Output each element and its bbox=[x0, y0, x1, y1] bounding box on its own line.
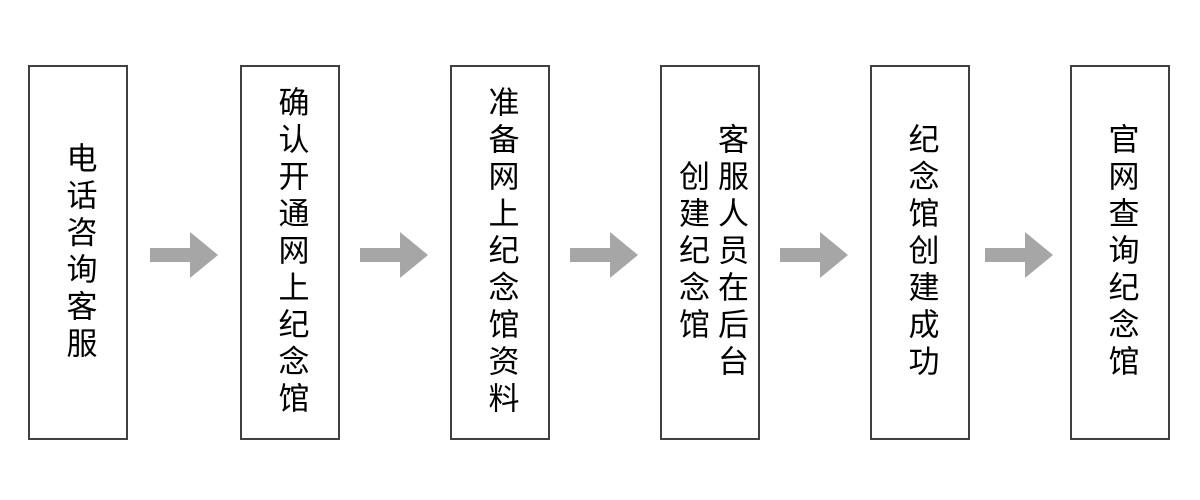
right-arrow-icon-2 bbox=[360, 232, 428, 278]
flow-step-5-label: 纪念馆创建成功 bbox=[902, 123, 939, 382]
right-arrow-icon-5 bbox=[985, 232, 1053, 278]
flow-step-3[interactable]: 准备网上纪念馆资料 bbox=[450, 65, 550, 440]
right-arrow-icon-1 bbox=[150, 232, 218, 278]
flow-step-2-label: 确认开通网上纪念馆 bbox=[272, 86, 309, 419]
flow-step-6[interactable]: 官网查询纪念馆 bbox=[1070, 65, 1170, 440]
flow-step-4[interactable]: 客服人员在后台创建纪念馆 bbox=[660, 65, 760, 440]
flow-step-1[interactable]: 电话咨询客服 bbox=[28, 65, 128, 440]
flow-step-3-label: 准备网上纪念馆资料 bbox=[482, 86, 519, 419]
flow-step-4-label: 客服人员在后台创建纪念馆 bbox=[673, 123, 749, 382]
flow-step-2[interactable]: 确认开通网上纪念馆 bbox=[240, 65, 340, 440]
right-arrow-icon-3 bbox=[570, 232, 638, 278]
flow-step-5[interactable]: 纪念馆创建成功 bbox=[870, 65, 970, 440]
right-arrow-icon-4 bbox=[780, 232, 848, 278]
flow-step-1-label: 电话咨询客服 bbox=[60, 141, 97, 364]
flow-step-6-label: 官网查询纪念馆 bbox=[1102, 123, 1139, 382]
